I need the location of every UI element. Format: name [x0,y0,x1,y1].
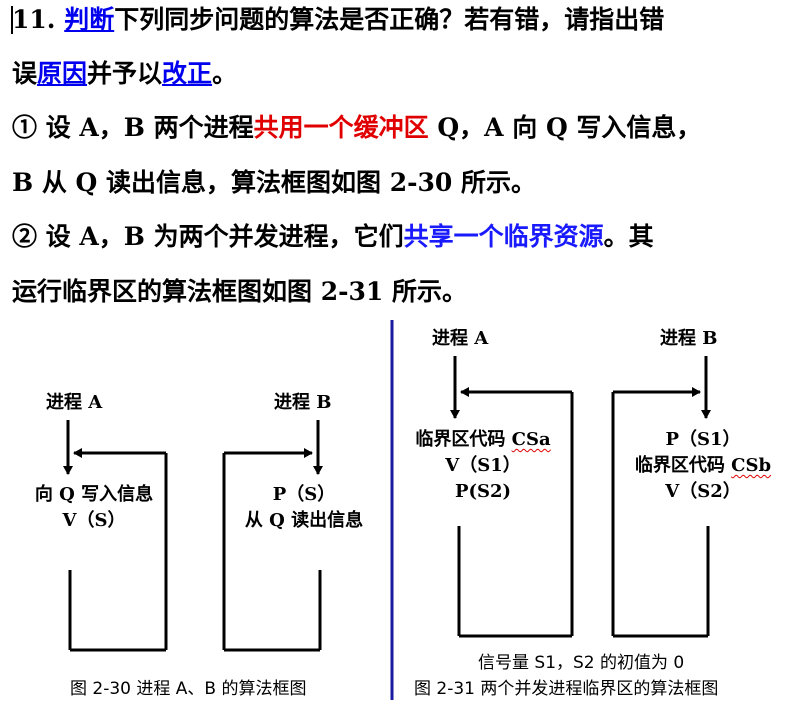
highlight-shared-buffer: 共用一个缓冲区 [253,113,429,142]
fig30-box-b-text: P（S） 从 Q 读出信息 [224,482,384,534]
question-line-5: ② 设 A，B 为两个并发进程，它们共享一个临界资源。其 [12,221,654,253]
link-judge[interactable]: 判断 [64,5,115,34]
highlight-shared-resource: 共享一个临界资源 [403,222,604,251]
fig31-caption: 图 2-31 两个并发进程临界区的算法框图 [414,679,719,699]
fig30-process-b-flow [222,420,323,652]
question-line-6: 运行临界区的算法框图如图 2-31 所示。 [12,277,467,306]
fig30-process-b-label: 进程 B [274,392,332,413]
link-reason[interactable]: 原因 [37,59,88,88]
fig30-read-q: 从 Q 读出信息 [244,510,364,531]
fig31-critical-section-a: 临界区代码 CSa [398,427,568,453]
fig30-process-a-label: 进程 A [46,392,103,413]
fig30-caption: 图 2-30 进程 A、B 的算法框图 [70,679,307,699]
link-correct[interactable]: 改正 [162,59,213,88]
fig30-box-a-text: 向 Q 写入信息 V（S） [14,482,174,534]
text-fragment: ① 设 A，B 两个进程 [12,113,254,142]
text-fragment: Q，A 向 Q 写入信息， [428,113,702,142]
code-csb: CSb [731,455,772,476]
text-fragment: 临界区代码 [415,429,512,450]
fig31-box-a-text: 临界区代码 CSa V（S1） P(S2) [398,427,568,505]
code-csa: CSa [511,429,551,450]
question-line-1: 11. 判断下列同步问题的算法是否正确？若有错，请指出错 [12,4,664,36]
fig30-process-a-flow [63,420,168,652]
fig31-v-s1: V（S1） [445,455,521,476]
text-fragment: 。 [212,59,238,88]
fig31-process-a-flow [450,356,574,638]
text-fragment: 临界区代码 [634,455,732,476]
fig31-process-a-label: 进程 A [432,328,489,349]
fig31-v-s2: V（S2） [665,481,741,502]
fig30-p-s: P（S） [272,484,336,505]
fig30-write-q: 向 Q 写入信息 [34,484,154,505]
question-number: 11. [12,5,65,34]
question-line-3: ① 设 A，B 两个进程共用一个缓冲区 Q，A 向 Q 写入信息， [12,112,701,144]
text-fragment: 并予以 [87,59,163,88]
text-fragment: 。其 [603,222,654,251]
text-fragment: 误 [12,59,38,88]
fig30-v-s: V（S） [62,510,126,531]
question-text-1: 下列同步问题的算法是否正确？若有错，请指出错 [114,5,665,34]
text-fragment: ② 设 A，B 为两个并发进程，它们 [12,222,404,251]
fig31-critical-section-b: 临界区代码 CSb [618,453,788,479]
question-line-4: B 从 Q 读出信息，算法框图如图 2-30 所示。 [12,168,536,197]
fig31-p-s1: P（S1） [665,429,741,450]
fig31-p-s2: P(S2) [454,481,512,502]
fig31-box-b-text: P（S1） 临界区代码 CSb V（S2） [618,427,788,505]
question-line-2: 误原因并予以改正。 [12,58,237,90]
fig31-process-b-label: 进程 B [660,328,718,349]
fig31-process-b-flow [611,356,711,638]
fig31-semaphore-note: 信号量 S1，S2 的初值为 0 [478,653,685,673]
text-cursor [11,6,13,34]
